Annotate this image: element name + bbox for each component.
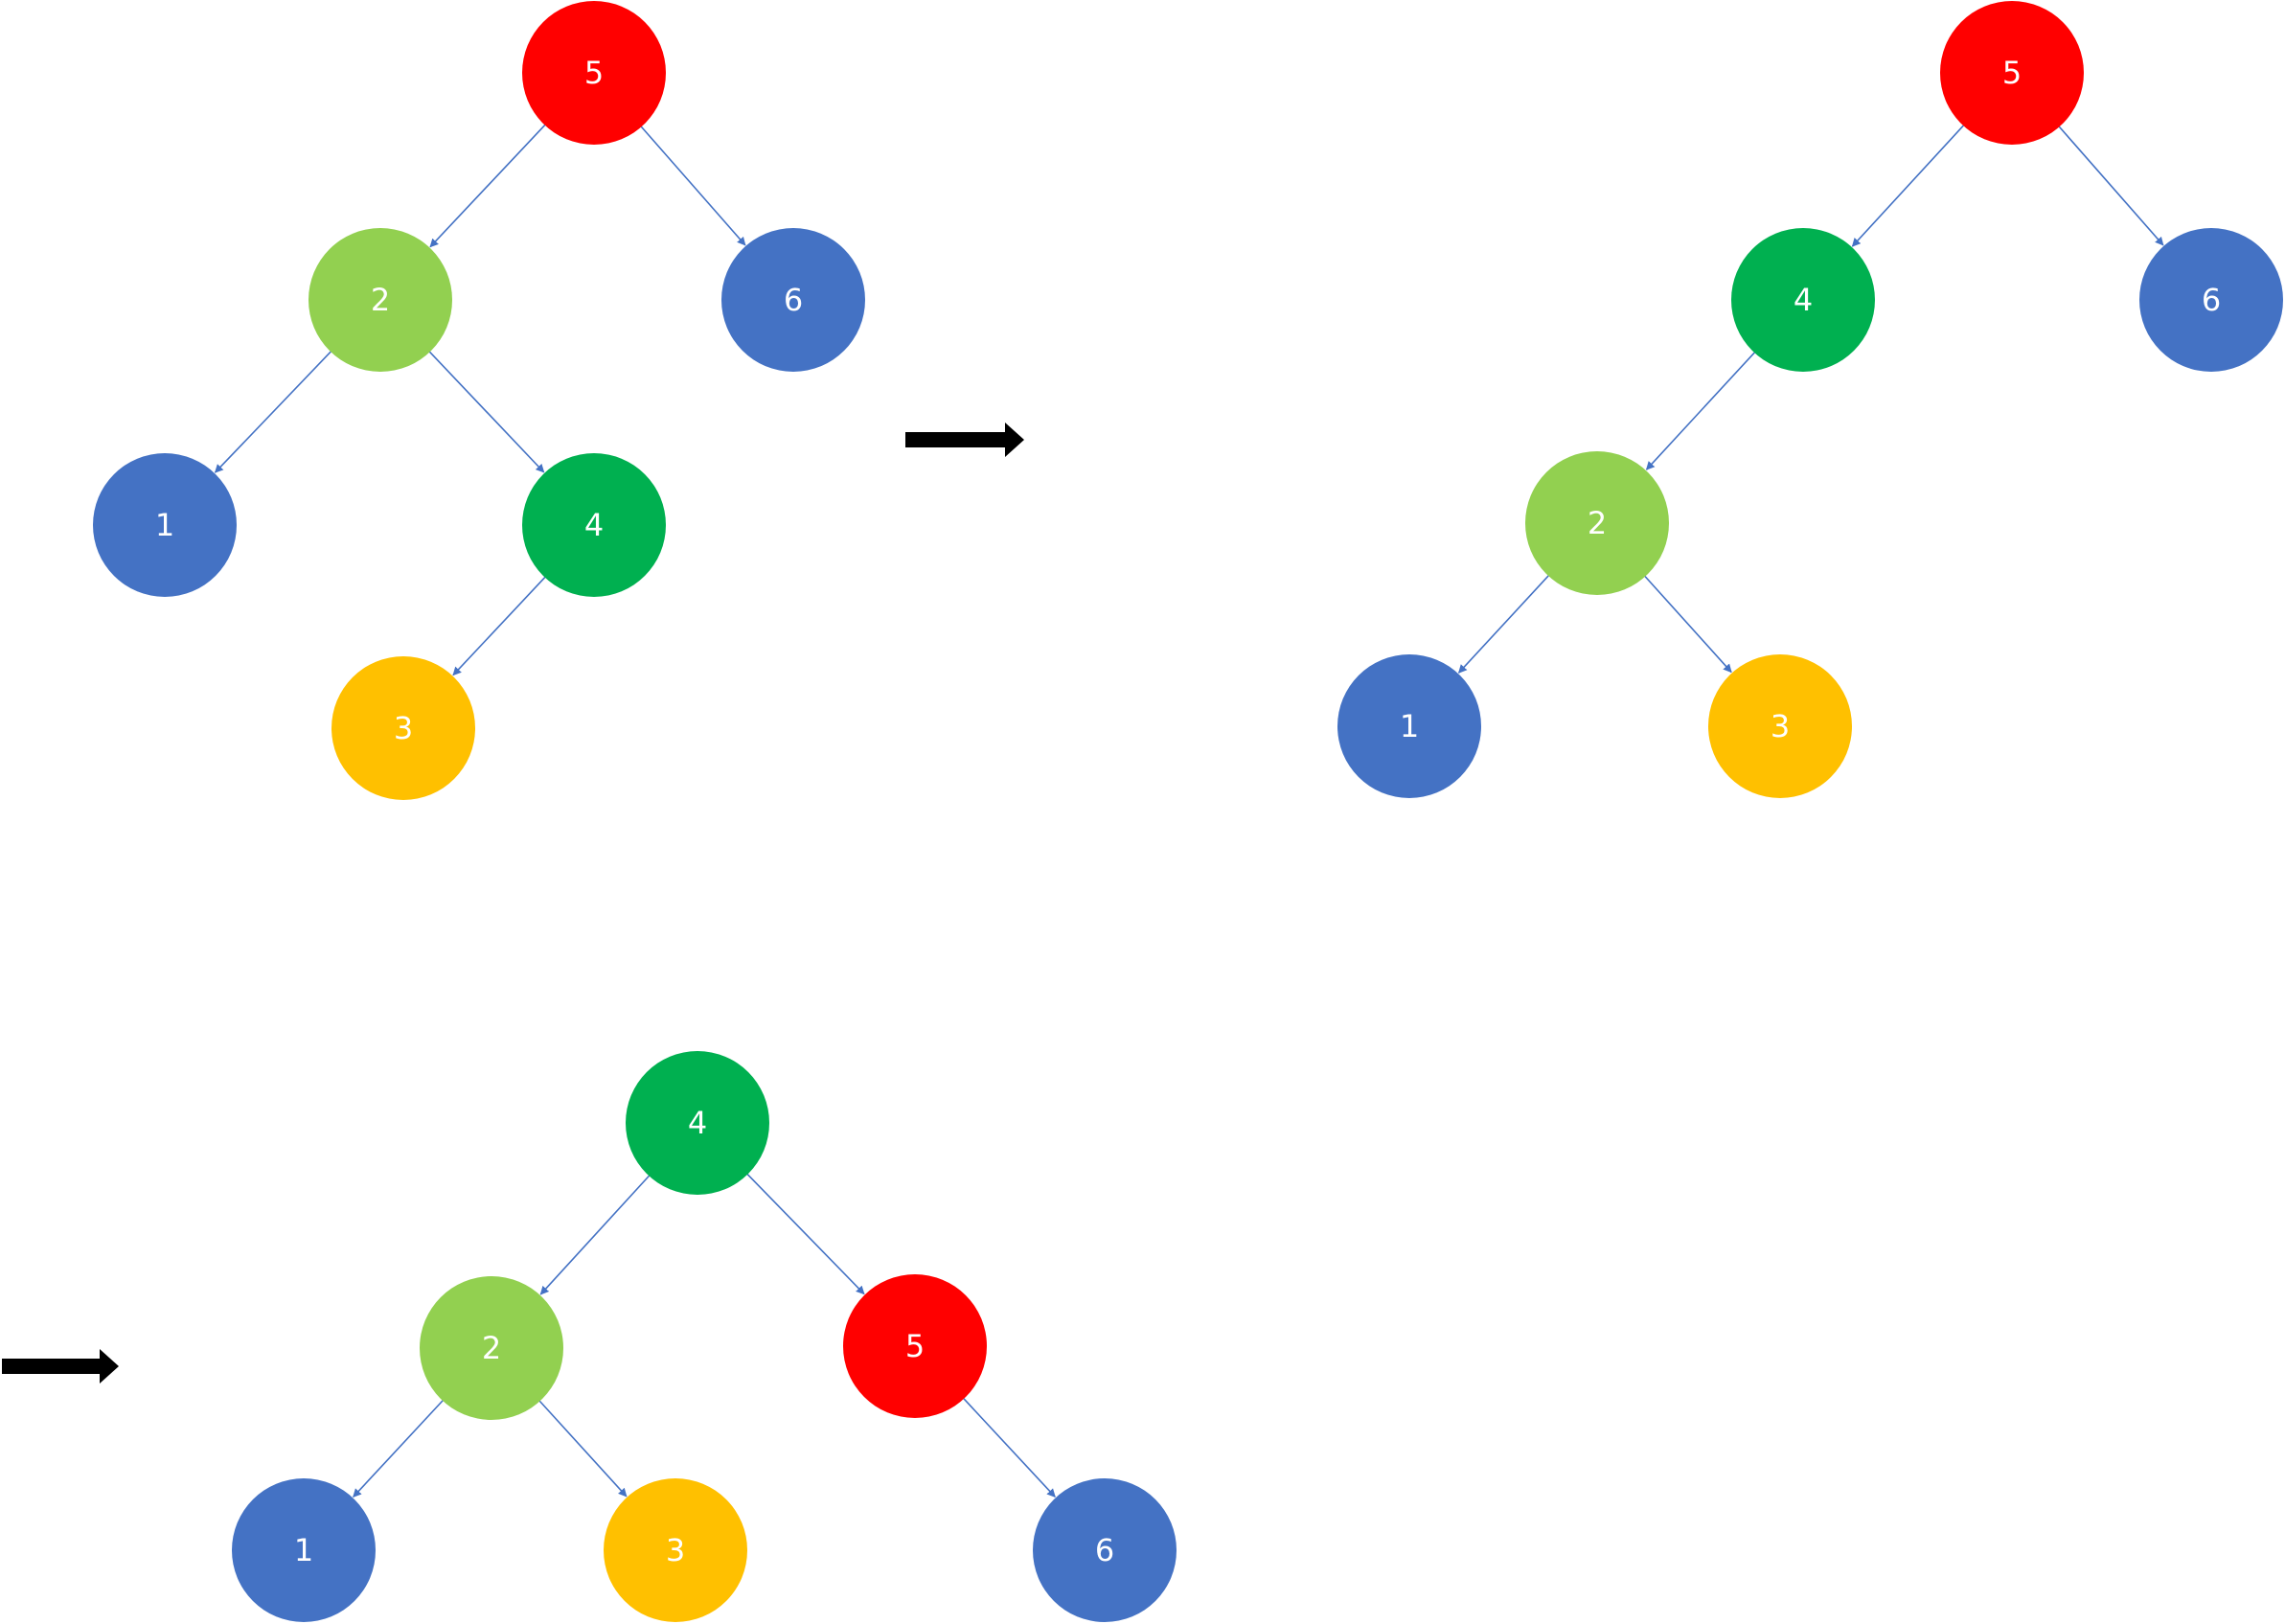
node-label: 1 (1400, 708, 1419, 744)
tree-2: 5 4 6 2 1 3 (1337, 1, 2283, 798)
node-circle (1033, 1478, 1177, 1622)
tree-2-edge-2-to-1 (1457, 574, 1551, 674)
tree-3-edge-2-to-1 (353, 1398, 445, 1498)
node-label: 3 (1771, 708, 1790, 744)
arrow-2-right-arrow-icon (2, 1349, 119, 1384)
edges-layer (214, 123, 2164, 1498)
node-label: 4 (688, 1105, 707, 1141)
tree-3-node-2: 2 (420, 1276, 563, 1420)
node-label: 6 (2202, 282, 2221, 318)
tree-2-edge-2-to-3 (1643, 574, 1732, 674)
node-circle (1337, 654, 1481, 798)
node-circle (522, 1, 666, 145)
node-circle (420, 1276, 563, 1420)
tree-3-edge-2-to-3 (537, 1399, 628, 1498)
tree-1-node-3: 3 (331, 656, 475, 800)
node-circle (331, 656, 475, 800)
tree-2-node-3: 3 (1708, 654, 1852, 798)
node-label: 4 (1794, 282, 1813, 318)
tree-2-node-2: 2 (1525, 451, 1669, 595)
tree-2-edge-4-to-2 (1645, 351, 1757, 470)
tree-3-edge-4-to-2 (539, 1174, 651, 1295)
tree-3-edge-5-to-6 (962, 1396, 1056, 1498)
tree-3-node-6: 6 (1033, 1478, 1177, 1622)
node-circle (93, 453, 237, 597)
node-circle (843, 1274, 987, 1418)
node-circle (1708, 654, 1852, 798)
tree-1: 5 2 6 1 4 3 (93, 1, 865, 800)
tree-2-edge-5-to-6 (2057, 125, 2164, 246)
node-circle (1731, 228, 1875, 372)
node-label: 2 (1588, 505, 1607, 541)
node-circle (1525, 451, 1669, 595)
node-circle (604, 1478, 747, 1622)
arrows-layer (2, 423, 1024, 1384)
tree-1-node-6: 6 (721, 228, 865, 372)
node-circle (626, 1051, 769, 1195)
node-circle (308, 228, 452, 372)
tree-1-edge-5-to-2 (429, 123, 547, 248)
tree-1-edge-2-to-1 (214, 350, 333, 473)
node-label: 1 (294, 1532, 313, 1568)
node-label: 6 (1095, 1532, 1114, 1568)
tree-1-node-4: 4 (522, 453, 666, 597)
node-label: 5 (2002, 55, 2022, 91)
node-circle (1940, 1, 2084, 145)
tree-3: 4 2 5 1 3 6 (232, 1051, 1177, 1622)
tree-1-edge-2-to-4 (427, 350, 545, 473)
node-label: 3 (666, 1532, 685, 1568)
arrow-1-right-arrow-icon (905, 423, 1024, 457)
tree-3-node-4: 4 (626, 1051, 769, 1195)
node-label: 5 (584, 55, 604, 91)
node-label: 6 (784, 282, 803, 318)
tree-1-node-1: 1 (93, 453, 237, 597)
tree-1-node-5: 5 (522, 1, 666, 145)
node-label: 3 (394, 710, 413, 746)
node-label: 2 (371, 282, 390, 318)
node-label: 2 (482, 1330, 501, 1366)
tree-2-node-1: 1 (1337, 654, 1481, 798)
node-label: 1 (155, 507, 174, 543)
node-circle (721, 228, 865, 372)
tree-2-node-5: 5 (1940, 1, 2084, 145)
node-circle (2139, 228, 2283, 372)
tree-2-edge-5-to-4 (1851, 124, 1966, 247)
node-label: 5 (905, 1328, 925, 1364)
nodes-layer: 5 2 6 1 4 3 5 4 6 2 1 3 4 2 5 1 3 6 (93, 1, 2283, 1622)
node-label: 4 (584, 507, 604, 543)
tree-1-edge-4-to-3 (452, 575, 547, 676)
node-circle (232, 1478, 376, 1622)
tree-3-edge-4-to-5 (745, 1172, 865, 1295)
tree-1-node-2: 2 (308, 228, 452, 372)
tree-3-node-1: 1 (232, 1478, 376, 1622)
tree-3-node-3: 3 (604, 1478, 747, 1622)
node-circle (522, 453, 666, 597)
tree-3-node-5: 5 (843, 1274, 987, 1418)
tree-1-edge-5-to-6 (639, 125, 746, 246)
tree-2-node-4: 4 (1731, 228, 1875, 372)
tree-2-node-6: 6 (2139, 228, 2283, 372)
